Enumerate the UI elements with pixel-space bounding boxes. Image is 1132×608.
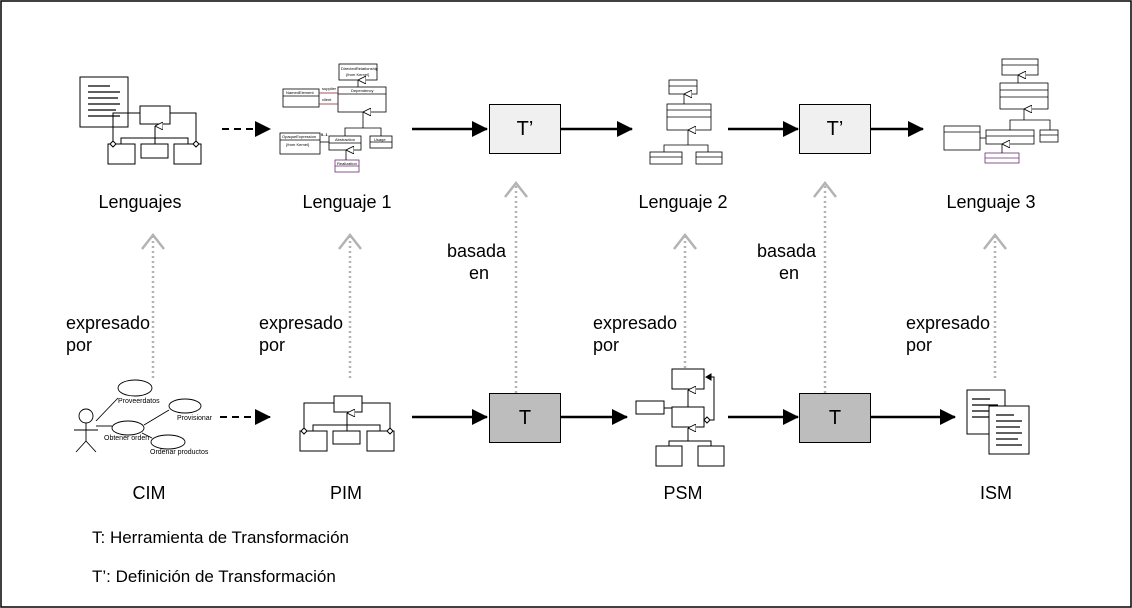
svg-text:OpaqueExpression: OpaqueExpression (282, 134, 316, 139)
actor-figure (74, 408, 98, 453)
ism-icon (966, 389, 1030, 455)
svg-text:Provisionar: Provisionar (177, 415, 213, 422)
svg-text:NamedElement: NamedElement (286, 90, 314, 95)
svg-text:Usage: Usage (374, 137, 386, 142)
basada-word: basada (447, 241, 507, 261)
svg-text:{from Kernel}: {from Kernel} (286, 142, 310, 147)
por-word: por (66, 335, 93, 355)
por-word: por (593, 335, 620, 355)
psm-icon (635, 368, 725, 467)
lenguaje2-icon (649, 79, 723, 165)
expresado-por-ism: expresado por (906, 312, 990, 356)
expresado-por-pim: expresado por (259, 312, 343, 356)
expresado-arrow-pim (338, 232, 362, 378)
label-lenguaje-3: Lenguaje 3 (946, 192, 1036, 212)
svg-text:Abstraction: Abstraction (335, 137, 355, 142)
expresado-word: expresado (906, 313, 991, 333)
expresado-arrow-cim (141, 232, 165, 378)
svg-text:Realization: Realization (337, 161, 357, 166)
expresado-arrow-ism (983, 232, 1007, 378)
label-lenguaje-2: Lenguaje 2 (638, 192, 728, 212)
legend-t: T: Herramienta de Transformación (92, 528, 349, 547)
tprime-label: T’ (826, 117, 844, 140)
en-word: en (779, 263, 800, 283)
label-psm: PSM (663, 483, 703, 503)
label-ism: ISM (979, 483, 1013, 503)
tprime-box-1: T’ (489, 104, 561, 154)
t-label: T (828, 406, 842, 429)
svg-text:{from Kernel}: {from Kernel} (346, 72, 370, 77)
expresado-por-cim: expresado por (66, 312, 150, 356)
t-label: T (518, 406, 532, 429)
label-lenguajes: Lenguajes (98, 192, 182, 212)
basada-word: basada (757, 241, 817, 261)
lenguajes-icon (79, 76, 202, 165)
basada-en-t2: basada en (757, 240, 816, 284)
expresado-word: expresado (259, 313, 344, 333)
basada-arrow-t1 (504, 180, 528, 393)
label-pim: PIM (329, 483, 363, 503)
lenguaje1-icon: DirectedRelationship {from Kernel} Named… (279, 63, 393, 173)
svg-text:client: client (322, 97, 332, 102)
svg-text:Proveerdatos: Proveerdatos (118, 398, 160, 405)
pim-icon (299, 395, 395, 452)
expresado-por-psm: expresado por (593, 312, 677, 356)
lenguaje3-icon (943, 58, 1059, 164)
por-word: por (259, 335, 286, 355)
expresado-word: expresado (593, 313, 678, 333)
svg-text:Ordenar productos: Ordenar productos (150, 449, 209, 456)
tprime-label: T’ (516, 117, 534, 140)
label-lenguaje-1: Lenguaje 1 (302, 192, 392, 212)
vertical-dotted-arrows (141, 180, 1007, 393)
t-box-1: T (489, 393, 561, 443)
por-word: por (906, 335, 933, 355)
legend-tprime: T’: Definición de Transformación (92, 567, 336, 586)
svg-text:0..1: 0..1 (321, 132, 328, 137)
svg-text:Dependency: Dependency (351, 88, 373, 93)
basada-arrow-t2 (813, 180, 837, 393)
tprime-box-2: T’ (799, 104, 871, 154)
expresado-arrow-psm (673, 232, 697, 368)
t-box-2: T (799, 393, 871, 443)
label-cim: CIM (132, 483, 166, 503)
en-word: en (469, 263, 490, 283)
cim-icon: Proveerdatos Provisionar Obtener orden O… (74, 379, 213, 456)
svg-text:Obtener orden: Obtener orden (104, 435, 149, 442)
basada-en-t1: basada en (447, 240, 506, 284)
expresado-word: expresado (66, 313, 151, 333)
svg-text:supplier: supplier (322, 86, 337, 91)
svg-text:DirectedRelationship: DirectedRelationship (341, 66, 379, 71)
